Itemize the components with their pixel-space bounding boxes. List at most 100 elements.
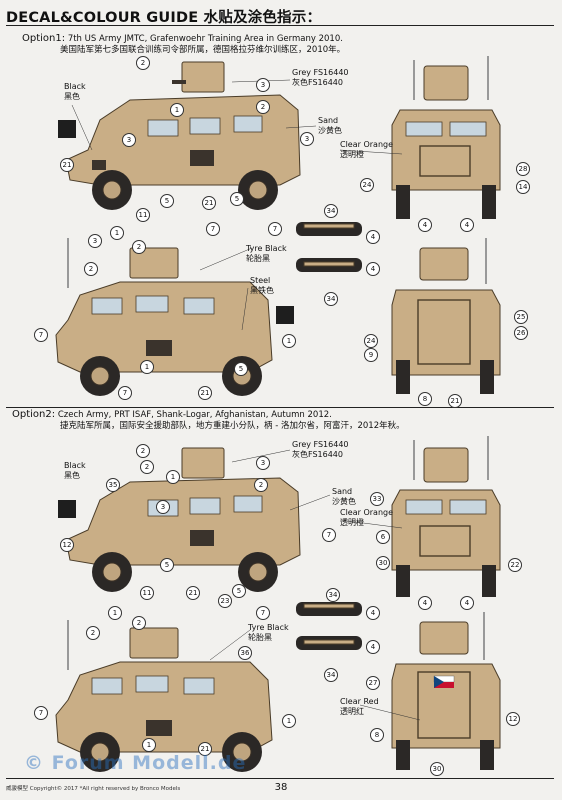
callout-number: 1 [142,738,156,752]
callout-number: 24 [364,334,378,348]
callout-number: 21 [60,158,74,172]
callout-number: 3 [256,78,270,92]
tyre-detail-2 [296,602,362,650]
callout-number: 7 [34,328,48,342]
callout-number: 1 [282,334,296,348]
callout-number: 2 [136,444,150,458]
callout-number: 5 [160,558,174,572]
callout-number: 4 [366,230,380,244]
callout-number: 4 [366,262,380,276]
callout-number: 14 [516,180,530,194]
czech-flag-red [434,682,454,688]
option2-line1: Czech Army, PRT ISAF, Shank-Logar, Afgha… [57,410,332,420]
callout-number: 4 [418,218,432,232]
callout-number: 4 [418,596,432,610]
callout-number: 7 [268,222,282,236]
black-swatch-2 [58,500,76,518]
callout-number: 21 [186,586,200,600]
callout-number: 5 [234,362,248,376]
callout-number: 5 [230,192,244,206]
callout-number: 7 [256,606,270,620]
vehicle-side-view-2a [65,447,301,592]
option1-line1: 7th US Army JMTC, Grafenwoehr Training A… [67,34,343,44]
option1-caption: Option1: 7th US Army JMTC, Grafenwoehr T… [22,33,346,55]
callout-number: 12 [506,712,520,726]
callout-number: 22 [508,558,522,572]
vehicle-side-view-1b [55,238,294,396]
callout-number: 3 [256,456,270,470]
callout-number: 35 [106,478,120,492]
option1-label: Option1: [22,33,66,44]
page-title: DECAL&COLOUR GUIDE 水贴及涂色指示： [6,10,322,26]
callout-number: 34 [324,668,338,682]
vehicle-front-view-1 [391,56,501,219]
black-swatch-1 [58,120,76,138]
callout-number: 3 [300,132,314,146]
callout-number: 1 [170,103,184,117]
callout-number: 2 [136,56,150,70]
vehicle-front-view-2 [391,436,501,597]
callout-number: 3 [88,234,102,248]
callout-number: 9 [364,348,378,362]
callout-number: 2 [256,100,270,114]
callout-number: 7 [322,528,336,542]
watermark: © Forum Modell.de [24,752,247,774]
callout-number: 8 [418,392,432,406]
callout-number: 5 [160,194,174,208]
callout-number: 1 [140,360,154,374]
callout-number: 30 [376,556,390,570]
option2-line2: 捷克陆军所属，国际安全援助部队，地方重建小分队，柄 - 洛加尔省，阿富汗，201… [60,420,405,431]
callout-number: 2 [140,460,154,474]
tyre-detail-1 [296,222,362,272]
callout-number: 11 [140,586,154,600]
callout-number: 4 [366,606,380,620]
callout-number: 2 [132,240,146,254]
vehicle-side-view-2b [55,620,273,772]
callout-number: 21 [448,394,462,408]
option2-caption: Option2: Czech Army, PRT ISAF, Shank-Log… [12,409,405,431]
callout-number: 34 [326,588,340,602]
callout-number: 7 [34,706,48,720]
callout-number: 1 [166,470,180,484]
callout-number: 2 [132,616,146,630]
callout-number: 21 [202,196,216,210]
vehicle-side-view-1a [65,61,301,210]
footer-rule [6,778,554,779]
callout-number: 21 [198,386,212,400]
czech-flag-blue [434,676,444,688]
callout-number: 24 [360,178,374,192]
page-number: 38 [274,782,288,793]
option2-label: Option2: [12,409,56,420]
callout-number: 28 [516,162,530,176]
callout-number: 2 [84,262,98,276]
callout-number: 11 [136,208,150,222]
vehicle-rear-view-1 [391,238,501,394]
callout-number: 7 [118,386,132,400]
callout-number: 34 [324,292,338,306]
callout-number: 4 [460,218,474,232]
callout-number: 7 [206,222,220,236]
option1-line2: 美国陆军第七多国联合训练司令部所属，德国格拉芬维尔训练区，2010年。 [60,44,346,55]
callout-number: 2 [254,478,268,492]
callout-number: 26 [514,326,528,340]
callout-number: 2 [86,626,100,640]
callout-number: 1 [282,714,296,728]
callout-number: 1 [108,606,122,620]
callout-number: 34 [324,204,338,218]
vehicle-rear-view-2 [391,612,501,770]
callout-number: 6 [376,530,390,544]
callout-number: 36 [238,646,252,660]
callout-number: 23 [218,594,232,608]
